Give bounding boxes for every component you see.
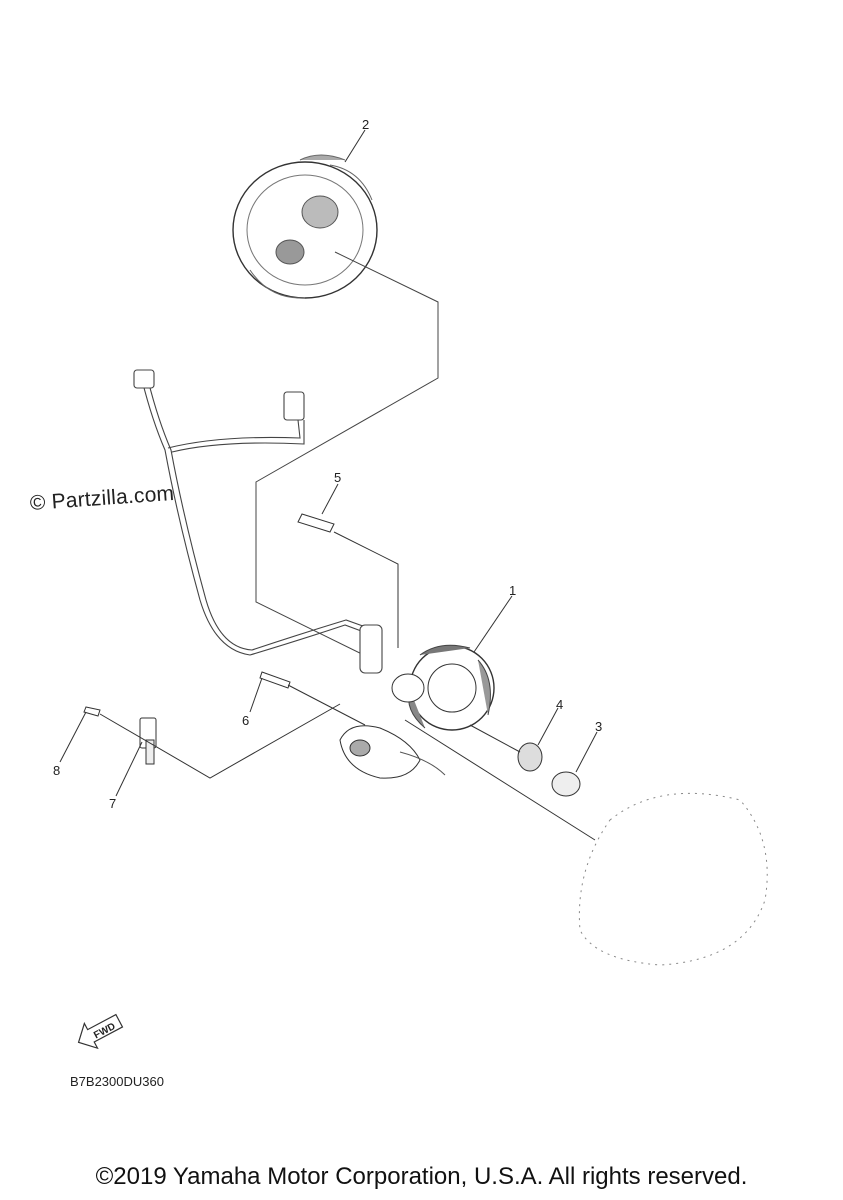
callout-1: 1 — [509, 583, 517, 598]
cover-part-3[interactable] — [551, 771, 581, 797]
rotor-part-2[interactable] — [232, 154, 378, 299]
clamp-part-7[interactable] — [139, 717, 157, 765]
crankcase-outline — [578, 792, 768, 966]
wire-harness[interactable] — [133, 369, 383, 674]
pickup-coil[interactable] — [339, 725, 446, 779]
callout-8: 8 — [53, 763, 61, 778]
callout-7: 7 — [109, 796, 117, 811]
bolt-part-5[interactable] — [297, 513, 335, 533]
screw-part-6[interactable] — [259, 671, 291, 689]
callout-3: 3 — [595, 719, 603, 734]
fwd-arrow-icon: FWD — [77, 1013, 124, 1050]
copyright-notice: ©2019 Yamaha Motor Corporation, U.S.A. A… — [95, 1163, 748, 1190]
stator-part-1[interactable] — [391, 644, 495, 731]
fwd-label: FWD — [92, 1021, 117, 1041]
callout-2: 2 — [362, 117, 370, 132]
callout-6: 6 — [242, 713, 250, 728]
callout-5: 5 — [334, 470, 342, 485]
screw-part-8[interactable] — [83, 706, 101, 717]
callout-4: 4 — [556, 697, 564, 712]
grommet-part-4[interactable] — [517, 742, 543, 772]
diagram-code: B7B2300DU360 — [70, 1074, 164, 1089]
